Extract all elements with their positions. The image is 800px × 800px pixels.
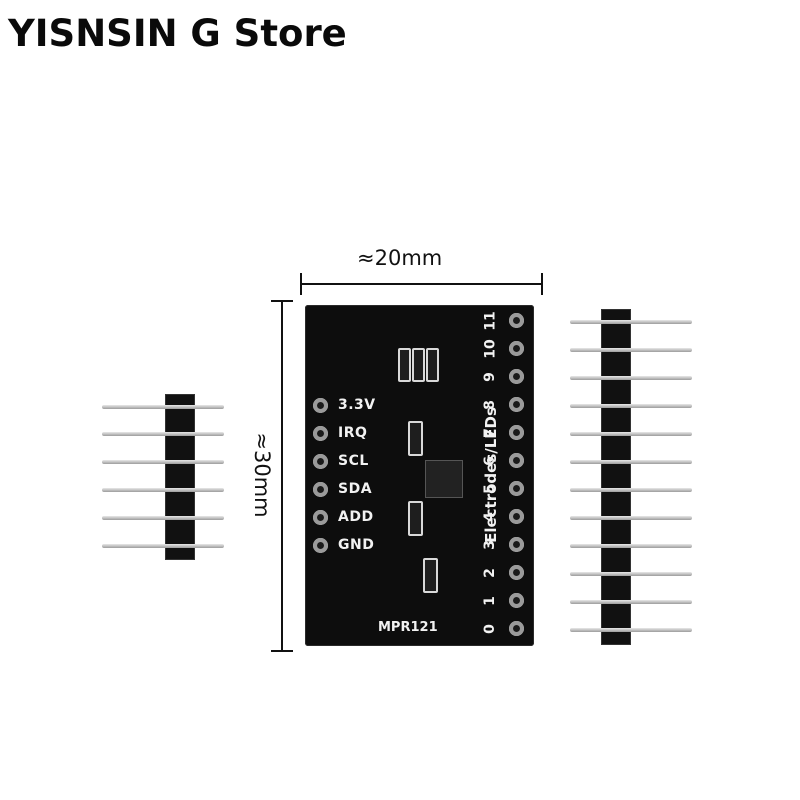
header-pin xyxy=(570,320,692,324)
header-pin xyxy=(570,460,692,464)
header-pin xyxy=(102,516,224,520)
pad-3v3 xyxy=(313,398,328,413)
pad-electrode xyxy=(509,369,524,384)
header-pin xyxy=(102,405,224,409)
pad-electrode xyxy=(509,565,524,580)
long-header-body xyxy=(601,309,631,645)
pad-electrode xyxy=(509,481,524,496)
header-pin xyxy=(570,516,692,520)
pad-gnd xyxy=(313,538,328,553)
electrode-number: 2 xyxy=(481,568,498,578)
pad-electrode xyxy=(509,621,524,636)
header-pin xyxy=(102,460,224,464)
electrode-number: 0 xyxy=(481,624,498,634)
smd-capacitor xyxy=(423,558,438,593)
pad-sda xyxy=(313,482,328,497)
electrode-number: 11 xyxy=(482,311,499,331)
header-pin xyxy=(102,488,224,492)
electrode-number: 9 xyxy=(481,372,498,382)
pin-label-sda: SDA xyxy=(338,481,373,497)
width-dimension-label: ≈20mm xyxy=(357,246,443,270)
height-dimension-tick-top xyxy=(271,300,293,302)
pad-electrode xyxy=(509,425,524,440)
pin-label-add: ADD xyxy=(338,509,374,525)
header-pin xyxy=(570,488,692,492)
width-dimension-tick-left xyxy=(300,273,302,295)
electrode-number: 10 xyxy=(482,339,499,359)
smd-resistor xyxy=(408,421,423,456)
pad-electrode xyxy=(509,537,524,552)
solder-jumper xyxy=(426,348,439,382)
pad-electrode xyxy=(509,453,524,468)
height-dimension-label: ≈30mm xyxy=(250,432,274,518)
pad-electrode xyxy=(509,509,524,524)
smd-resistor xyxy=(408,501,423,536)
pad-irq xyxy=(313,426,328,441)
electrode-number: 1 xyxy=(481,596,498,606)
header-pin xyxy=(570,348,692,352)
solder-jumper xyxy=(398,348,411,382)
height-dimension-line xyxy=(281,300,283,652)
pin-label-gnd: GND xyxy=(338,537,375,553)
header-pin xyxy=(570,572,692,576)
pin-label-scl: SCL xyxy=(338,453,369,469)
header-pin xyxy=(570,432,692,436)
width-dimension-line xyxy=(300,283,543,285)
short-header-body xyxy=(165,394,195,560)
header-pin xyxy=(102,544,224,548)
pin-label-3v3: 3.3V xyxy=(338,397,376,413)
pad-electrode xyxy=(509,341,524,356)
height-dimension-tick-bottom xyxy=(271,650,293,652)
pad-scl xyxy=(313,454,328,469)
header-pin xyxy=(102,432,224,436)
header-pin xyxy=(570,376,692,380)
store-title: YISNSIN G Store xyxy=(8,12,347,55)
header-pin xyxy=(570,404,692,408)
mpr121-chip xyxy=(425,460,463,498)
header-pin xyxy=(570,600,692,604)
header-pin xyxy=(570,544,692,548)
width-dimension-tick-right xyxy=(541,273,543,295)
pad-electrode xyxy=(509,313,524,328)
solder-jumper xyxy=(412,348,425,382)
electrodes-leds-label: Electrodes/LEDs xyxy=(481,407,500,543)
pad-electrode xyxy=(509,593,524,608)
model-label: MPR121 xyxy=(378,620,438,635)
pad-electrode xyxy=(509,397,524,412)
pin-label-irq: IRQ xyxy=(338,425,368,441)
pad-add xyxy=(313,510,328,525)
header-pin xyxy=(570,628,692,632)
